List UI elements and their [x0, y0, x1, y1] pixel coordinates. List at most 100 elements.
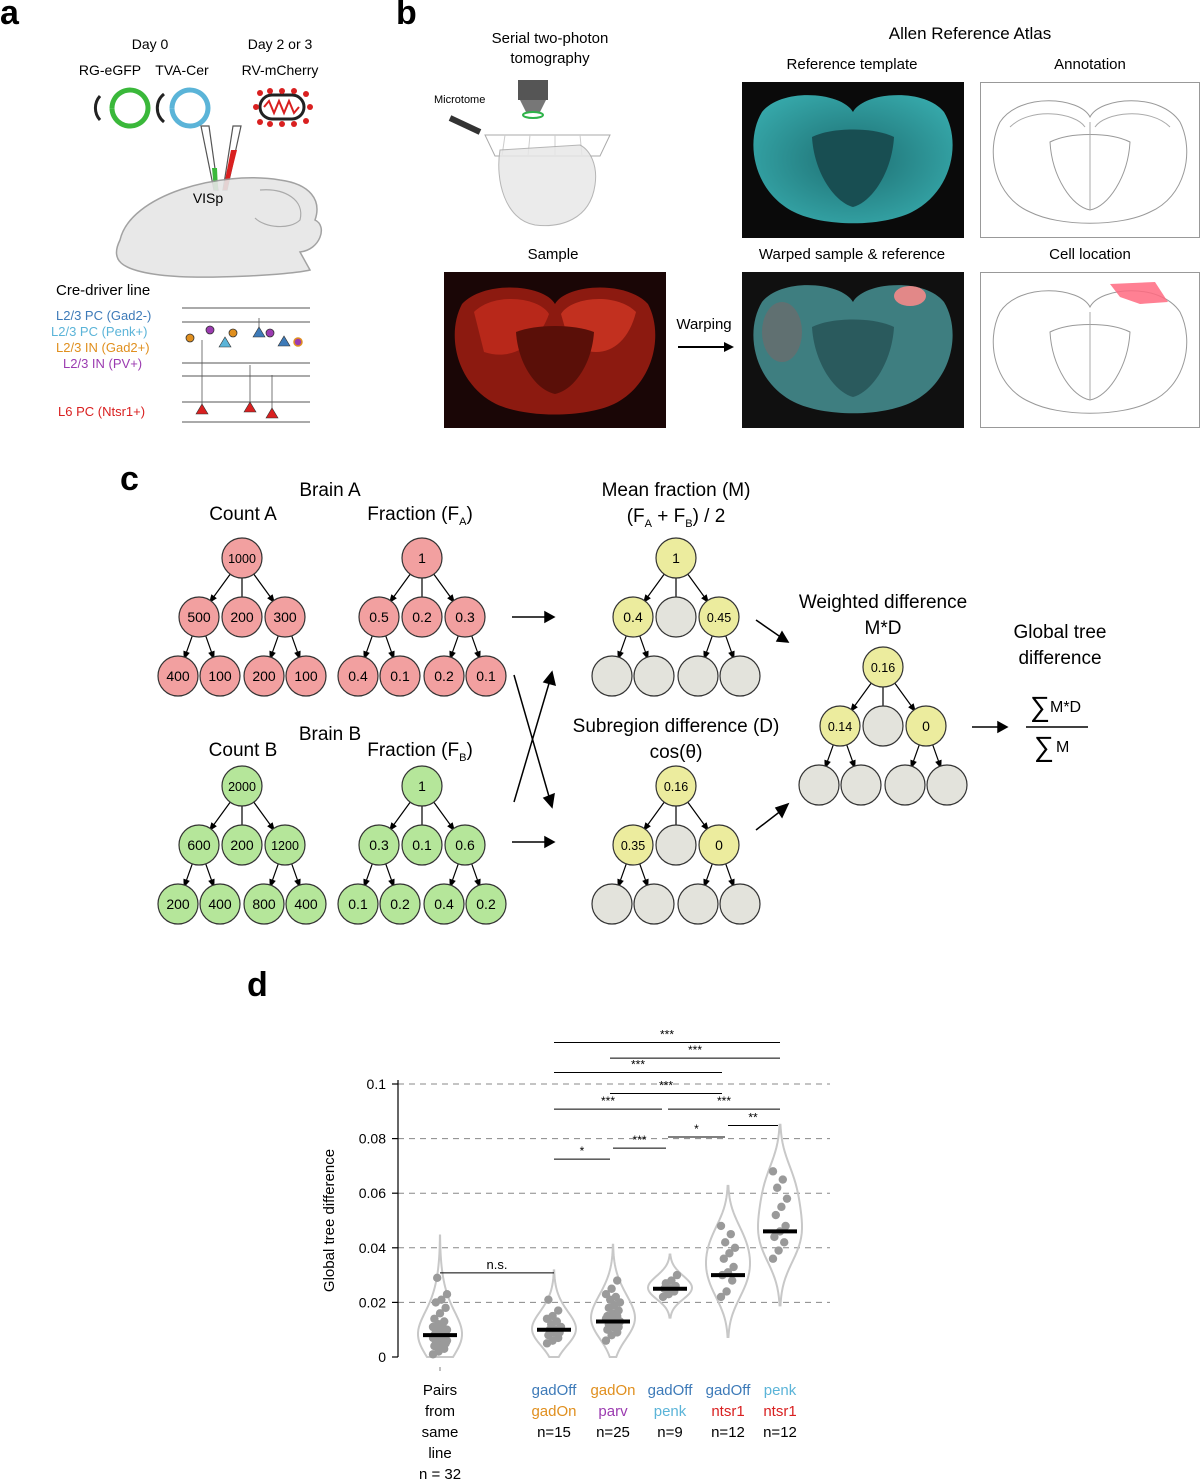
- x-group-label: n=12: [711, 1424, 745, 1441]
- y-axis-label: Global tree difference: [321, 1149, 338, 1292]
- svg-text:M*D: M*D: [1050, 699, 1081, 716]
- tree-node: [401, 537, 443, 579]
- day0-label: Day 0: [131, 36, 169, 52]
- tree-node: [379, 883, 421, 925]
- subregion-title: Subregion difference (D): [572, 716, 780, 737]
- mouse-brain-outline: [115, 177, 322, 278]
- tree-node-value: 0.2: [390, 896, 410, 912]
- y-tick-label: 0.1: [367, 1076, 387, 1092]
- reference-template-label: Reference template: [786, 56, 918, 73]
- cre-driver-title: Cre-driver line: [56, 282, 151, 299]
- sample-brain-icon: [498, 144, 597, 227]
- tree-node-value: 100: [294, 668, 318, 684]
- tree-node-value: 200: [252, 668, 276, 684]
- tree-node: [591, 883, 633, 925]
- data-point: [778, 1175, 787, 1184]
- fraction-a-title: Fraction (FA): [367, 504, 473, 528]
- data-point: [611, 1292, 620, 1302]
- panel-c-label: c: [120, 460, 139, 498]
- tree-node: [612, 596, 654, 638]
- atlas-title: Allen Reference Atlas: [888, 24, 1052, 43]
- tree-node: [337, 883, 379, 925]
- data-point: [729, 1262, 738, 1272]
- tree-node: [264, 824, 306, 866]
- data-point: [719, 1254, 728, 1263]
- tree-node: [655, 596, 697, 638]
- svg-text:M: M: [1056, 739, 1069, 756]
- tree-node-value: 0.14: [828, 720, 852, 734]
- data-point: [548, 1311, 557, 1321]
- rv-label: RV-mCherry: [241, 62, 319, 78]
- x-group-label: penk: [654, 1403, 687, 1420]
- tree-node: [358, 596, 400, 638]
- tree-node-value: 0.2: [476, 896, 496, 912]
- stpt-label-line1: Serial two-photon: [491, 30, 609, 47]
- tree-node: [677, 655, 719, 697]
- y-tick-label: 0.06: [359, 1185, 386, 1201]
- data-point: [667, 1276, 676, 1285]
- x-group-label: gadOff: [532, 1382, 578, 1399]
- y-tick-label: 0.04: [359, 1240, 386, 1256]
- tva-plasmid-icon: [169, 87, 211, 129]
- panel-b-label: b: [396, 0, 417, 32]
- cre-line-gad2neg: L2/3 PC (Gad2-): [56, 308, 152, 323]
- tree-node-value: 100: [208, 668, 232, 684]
- significance-label: ***: [688, 1043, 702, 1057]
- cortical-layers-diagram: [182, 307, 310, 423]
- tree-node: [379, 655, 421, 697]
- data-point: [430, 1314, 439, 1323]
- tree-node: [199, 883, 241, 925]
- panel-d-label: d: [247, 966, 268, 1004]
- significance-label: *: [580, 1144, 585, 1158]
- significance-label: ***: [631, 1058, 645, 1072]
- data-point: [782, 1194, 792, 1203]
- tree-node-value: 2000: [228, 780, 256, 794]
- x-group-label: ntsr1: [763, 1403, 796, 1420]
- x-group-label: gadOff: [706, 1382, 752, 1399]
- tree-node-value: 1200: [271, 839, 299, 853]
- significance-label: ***: [601, 1094, 615, 1108]
- tree-node: [221, 765, 263, 807]
- tree-node: [612, 824, 654, 866]
- tree-node-value: 0.2: [412, 609, 432, 625]
- tree-node: [840, 764, 882, 806]
- tree-node-value: 0.1: [390, 668, 410, 684]
- cell-location-image: [980, 272, 1200, 428]
- significance-label: **: [748, 1110, 758, 1124]
- y-tick-label: 0.02: [359, 1294, 386, 1310]
- tree-node: [444, 596, 486, 638]
- tree-node: [655, 537, 697, 579]
- data-point: [728, 1276, 737, 1285]
- data-point: [440, 1317, 449, 1326]
- rg-plasmid-icon: [109, 87, 151, 129]
- rg-label: RG-eGFP: [78, 62, 142, 78]
- significance-label: ***: [659, 1079, 673, 1093]
- tree-node: [401, 596, 443, 638]
- tree-node: [862, 646, 904, 688]
- cre-line-ntsr1: L6 PC (Ntsr1+): [58, 404, 146, 419]
- tree-node-value: 0.4: [623, 609, 643, 625]
- day23-label: Day 2 or 3: [247, 36, 313, 52]
- tree-node-value: 0.4: [434, 896, 454, 912]
- tree-node-value: 400: [166, 668, 190, 684]
- tree-node-value: 0.16: [664, 780, 688, 794]
- warped-label: Warped sample & reference: [758, 246, 946, 263]
- fraction-b-title: Fraction (FB): [367, 740, 473, 764]
- tree-node-value: 0.3: [455, 609, 475, 625]
- microtome-blade-icon: [448, 115, 482, 135]
- tree-node: [264, 596, 306, 638]
- tree-node-value: 800: [252, 896, 276, 912]
- data-point: [435, 1309, 445, 1318]
- stpt-label-line2: tomography: [510, 50, 590, 67]
- tree-node-value: 0.45: [707, 611, 731, 625]
- data-point: [601, 1290, 611, 1299]
- tree-node: [401, 765, 443, 807]
- tree-node-value: 200: [230, 609, 254, 625]
- brain-a-title: Brain A: [299, 480, 361, 501]
- data-point: [554, 1306, 563, 1315]
- svg-text:∑: ∑: [1034, 731, 1054, 762]
- y-tick-label: 0.08: [359, 1131, 386, 1147]
- x-group-label: same: [422, 1424, 459, 1441]
